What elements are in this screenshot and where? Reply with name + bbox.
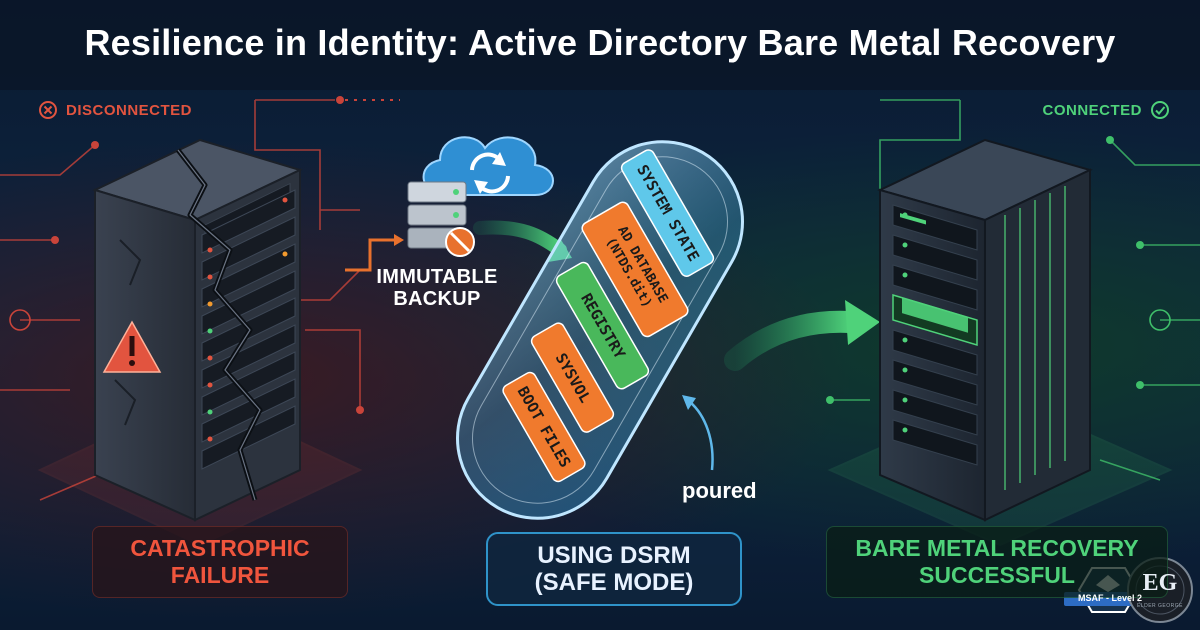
check-circle-icon	[1151, 101, 1169, 119]
broken-server-leds	[207, 197, 288, 442]
recovered-server-vents	[1004, 186, 1066, 490]
page-title: Resilience in Identity: Active Directory…	[84, 22, 1116, 63]
dsrm-line1: USING DSRM	[537, 542, 691, 569]
recovered-led-dots	[902, 212, 908, 433]
right-circuit-nodes	[826, 136, 1171, 404]
x-circle-icon	[39, 101, 57, 119]
eg-badge-label: EG	[1142, 570, 1178, 596]
status-connected: CONNECTED	[1042, 100, 1170, 120]
failure-line2: FAILURE	[170, 562, 270, 588]
broken-server	[92, 138, 303, 522]
right-circuit-lines	[830, 99, 1200, 481]
backup-label-line1: IMMUTABLE	[376, 266, 498, 288]
arrow-to-recovered-server	[724, 310, 861, 371]
catastrophic-failure-label: CATASTROPHIC FAILURE	[92, 526, 348, 598]
poured-label: poured	[682, 478, 757, 503]
arrow-to-capsule	[473, 220, 567, 257]
failure-line1: CATASTROPHIC	[130, 535, 310, 561]
arrow-to-backup	[345, 238, 398, 272]
msaf-badge-label: MSAF - Level 2	[1077, 593, 1142, 603]
recovered-server-lights	[902, 297, 968, 333]
left-circuit-nodes	[9, 96, 364, 414]
cloud-sync-icon	[422, 136, 554, 196]
title-band	[0, 0, 1200, 90]
recovered-server	[877, 138, 1093, 522]
immutable-backup-label: IMMUTABLE BACKUP	[372, 266, 502, 310]
backup-server-icon	[407, 181, 475, 257]
success-line2: SUCCESSFUL	[919, 562, 1075, 588]
poured-arrow	[689, 401, 714, 471]
status-disconnected: DISCONNECTED	[38, 100, 192, 120]
recovery-successful-label: BARE METAL RECOVERY SUCCESSFUL	[826, 526, 1168, 598]
backup-label-line2: BACKUP	[393, 288, 481, 310]
capsule-segments	[502, 149, 715, 483]
success-line1: BARE METAL RECOVERY	[855, 535, 1139, 561]
eg-badge-sub: ELDER GEORGE	[1136, 603, 1183, 609]
dsrm-line2: (SAFE MODE)	[534, 569, 694, 596]
status-connected-label: CONNECTED	[1042, 101, 1142, 119]
recovered-server-bays	[892, 204, 978, 466]
dsrm-label: USING DSRM (SAFE MODE)	[486, 532, 742, 606]
status-disconnected-label: DISCONNECTED	[66, 101, 193, 119]
